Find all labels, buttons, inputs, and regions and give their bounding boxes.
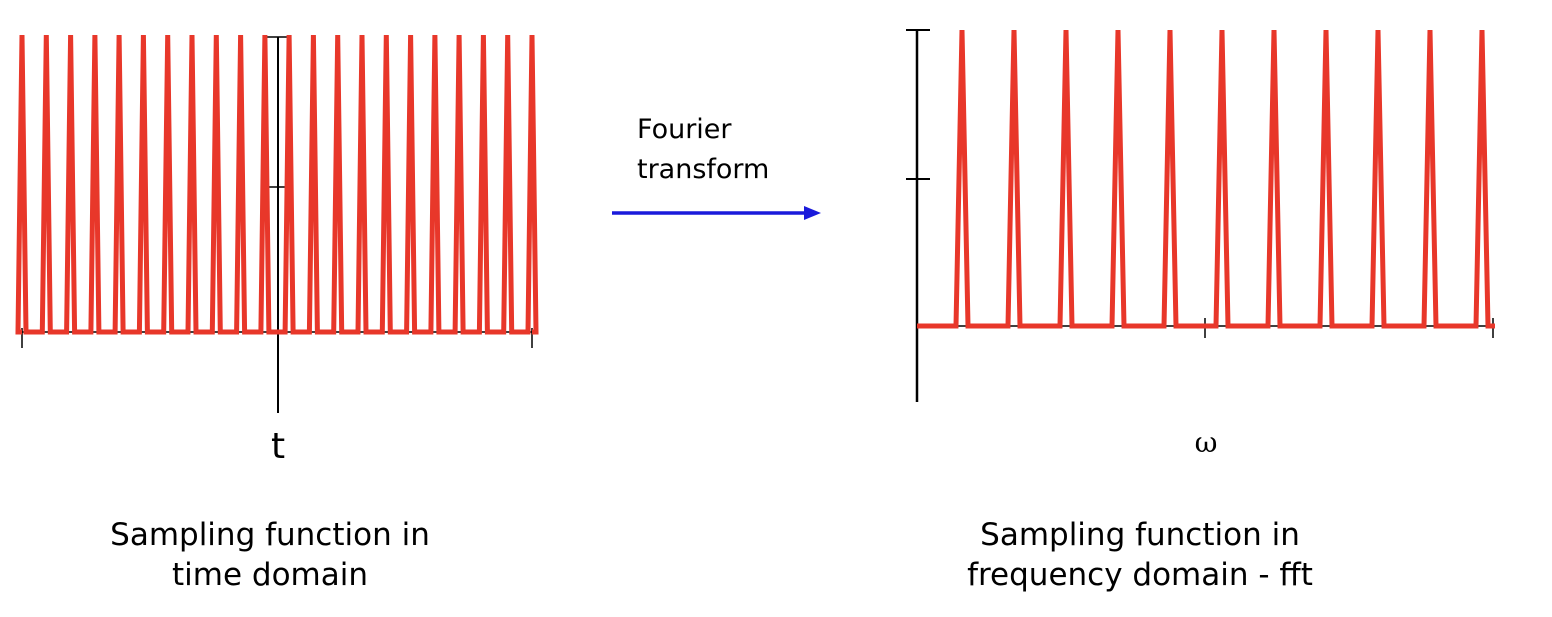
time-axis-label: t <box>270 426 286 467</box>
time-domain-plot <box>15 34 539 413</box>
time-caption-line-2: time domain <box>172 557 368 593</box>
fourier-transform-label: Fourier transform <box>637 110 769 190</box>
time-caption-line-1: Sampling function in <box>110 517 430 553</box>
frequency-axis-label: ω <box>1194 426 1218 459</box>
arrow-label-line-2: transform <box>637 154 770 185</box>
freq-caption-line-1: Sampling function in <box>980 517 1300 553</box>
fourier-transform-arrow <box>612 206 821 220</box>
time-sampling-pulse-train <box>15 34 539 335</box>
arrow-label-line-1: Fourier <box>637 114 732 145</box>
frequency-domain-caption: Sampling function in frequency domain - … <box>930 515 1350 595</box>
freq-caption-line-2: frequency domain - fft <box>967 557 1313 593</box>
frequency-sampling-pulse-train <box>917 29 1495 329</box>
arrow-head-icon <box>804 206 821 220</box>
time-domain-caption: Sampling function in time domain <box>60 515 480 595</box>
frequency-domain-plot <box>906 29 1495 402</box>
